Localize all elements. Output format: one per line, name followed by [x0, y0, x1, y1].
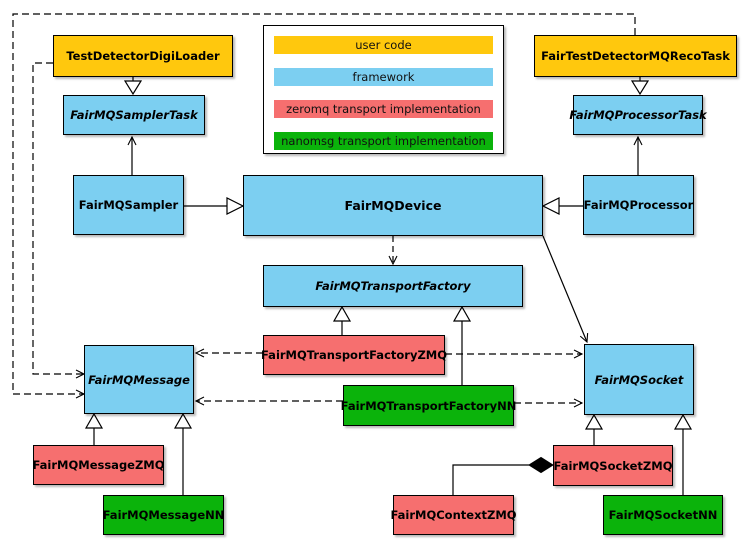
legend-label: framework: [352, 70, 415, 84]
node-fairmq-sampler-task: FairMQSamplerTask: [63, 95, 205, 135]
node-fairmq-processor-task: FairMQProcessorTask: [569, 95, 707, 135]
legend-item-zeromq: zeromq transport implementation: [274, 100, 493, 118]
node-fairmq-message: FairMQMessage: [84, 345, 194, 414]
edge-association-device-socket: [542, 235, 589, 344]
legend-item-nanomsg: nanomsg transport implementation: [274, 132, 493, 150]
edge-generalization-messagezmq-message: [84, 412, 104, 445]
edge-dependency-digiloader-message: [32, 62, 86, 379]
node-fairmq-processor: FairMQProcessor: [583, 175, 694, 235]
node-fairmq-message-nn: FairMQMessageNN: [103, 495, 224, 535]
node-fairmq-context-zmq: FairMQContextZMQ: [390, 495, 517, 535]
edge-generalization-factorynn-transportfactory: [452, 305, 472, 385]
node-fairmq-transport-factory-nn: FairMQTransportFactoryNN: [341, 385, 516, 426]
edge-dependency-recotask-message: [12, 13, 636, 399]
edge-composition-socketzmq-contextzmq: [452, 456, 554, 495]
composition-diamond-icon: [528, 456, 554, 474]
node-fairmq-socket: FairMQSocket: [584, 344, 694, 415]
edge-generalization-socketzmq-socket: [584, 413, 604, 445]
legend-label: user code: [355, 38, 412, 52]
edge-generalization-socketnn-socket: [673, 413, 693, 495]
legend-item-framework: framework: [274, 68, 493, 86]
edge-generalization-factoryzmq-transportfactory: [332, 305, 352, 335]
edge-generalization-sampler-device: [184, 197, 245, 215]
node-fairmq-message-zmq: FairMQMessageZMQ: [32, 445, 165, 485]
edge-generalization-digiloader-samplertask: [123, 77, 143, 96]
node-fairmq-device: FairMQDevice: [243, 175, 543, 236]
edge-generalization-messagenn-message: [173, 412, 193, 495]
legend-item-user-code: user code: [274, 36, 493, 54]
node-fairmq-socket-nn: FairMQSocketNN: [603, 495, 723, 535]
node-fairmq-socket-zmq: FairMQSocketZMQ: [553, 445, 673, 486]
legend-label: nanomsg transport implementation: [281, 134, 486, 148]
edge-generalization-processor-device: [541, 197, 583, 215]
legend: user code framework zeromq transport imp…: [263, 25, 504, 154]
node-fairmq-transport-factory-zmq: FairMQTransportFactoryZMQ: [261, 335, 447, 375]
node-fairmq-sampler: FairMQSampler: [73, 175, 184, 235]
node-test-detector-digi-loader: TestDetectorDigiLoader: [53, 35, 233, 77]
node-fair-test-detector-mq-reco-task: FairTestDetectorMQRecoTask: [534, 35, 737, 77]
legend-label: zeromq transport implementation: [286, 102, 481, 116]
node-fairmq-transport-factory: FairMQTransportFactory: [263, 265, 523, 307]
edge-generalization-recotask-processortask: [630, 77, 650, 96]
